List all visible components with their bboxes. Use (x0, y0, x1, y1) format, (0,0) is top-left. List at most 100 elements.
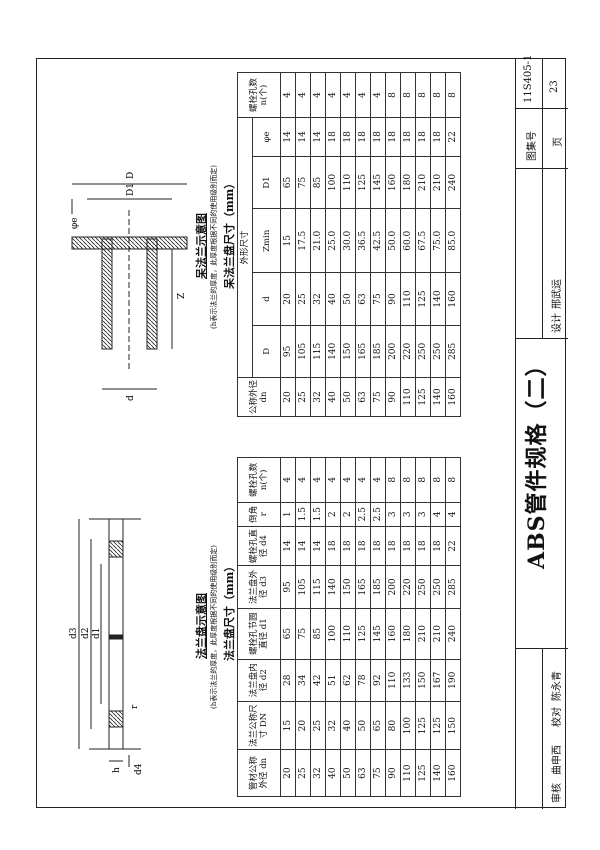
label-D: D (126, 172, 136, 179)
table-cell: 110 (400, 272, 416, 326)
table-cell: 18 (355, 117, 371, 157)
table-cell: 190 (445, 659, 461, 702)
rotated-content: d3 d2 d1 h r d4 法兰盘示意图 (h表示法兰的厚度，此厚度根据不同… (37, 55, 568, 809)
table-cell: 62 (340, 659, 356, 702)
label-D1: D1 (126, 183, 136, 196)
table-cell: 4 (370, 72, 386, 118)
table-cell: 4 (310, 72, 326, 118)
table-cell: 8 (445, 457, 461, 503)
table-cell: 75 (295, 608, 311, 660)
table-cell: 75.0 (430, 208, 446, 273)
table-cell: 2 (325, 502, 341, 527)
table-cell: 63 (355, 272, 371, 326)
table-cell: 75 (370, 272, 386, 326)
table-cell: 100 (400, 701, 416, 750)
table-cell: 8 (400, 457, 416, 503)
table-cell: 250 (415, 325, 431, 378)
table-cell: 95 (280, 565, 296, 609)
table-cell: 210 (430, 156, 446, 209)
table-cell: 165 (355, 565, 371, 609)
page-title: ABS管件规格（二） (524, 353, 550, 569)
table-cell: 4 (325, 457, 341, 503)
table-cell: 14 (295, 526, 311, 566)
table-cell: 220 (400, 565, 416, 609)
label-d1: d1 (92, 628, 102, 640)
table-cell: 18 (385, 117, 401, 157)
flange-plate-diagram: d3 d2 d1 h r d4 (69, 518, 144, 775)
table-cell: 140 (325, 565, 341, 609)
flange-plate-table-title: 法兰盘尺寸（mm） (223, 560, 236, 661)
label-z: Z (177, 293, 187, 299)
table-cell: 63 (355, 377, 371, 417)
table-cell: 105 (295, 565, 311, 609)
table-cell: 32 (310, 377, 326, 417)
table-cell: 110 (340, 156, 356, 209)
table-cell: 3 (415, 502, 431, 527)
table-cell: 8 (385, 72, 401, 118)
table-cell: 4 (445, 502, 461, 527)
table-cell: 8 (385, 457, 401, 503)
table-cell: 75 (370, 749, 386, 797)
atlas-number: 11S405-1 (523, 54, 534, 103)
header-cell: D (252, 325, 281, 378)
table-cell: 145 (370, 608, 386, 660)
table-cell: 30.0 (340, 208, 356, 273)
header-cell: 螺栓孔数 n(个) (237, 457, 281, 503)
table-cell: 85.0 (445, 208, 461, 273)
table-cell: 65 (280, 608, 296, 660)
table-cell: 18 (415, 526, 431, 566)
design-label: 设计 (552, 313, 563, 333)
table-cell: 18 (430, 526, 446, 566)
table-cell: 1 (280, 502, 296, 527)
label-r: r (130, 704, 140, 709)
table-cell: 150 (415, 659, 431, 702)
table-cell: 8 (430, 457, 446, 503)
review-name: 曲申西 (552, 745, 563, 775)
table-cell: 3 (400, 502, 416, 527)
table-cell: 42.5 (370, 208, 386, 273)
table-cell: 20 (280, 272, 296, 326)
table-cell: 125 (430, 701, 446, 750)
table-cell: 90 (385, 377, 401, 417)
flange-plate-table: 管材公称外径 dn 法兰公称尺寸 DN 法兰盘内径 d2 螺栓孔节圆直径 d1 … (237, 457, 461, 797)
table-cell: 185 (370, 565, 386, 609)
table-cell: 160 (385, 156, 401, 209)
table-cell: 18 (325, 117, 341, 157)
table-cell: 32 (310, 272, 326, 326)
table-cell: 85 (310, 608, 326, 660)
table-cell: 40 (325, 272, 341, 326)
table-cell: 80 (385, 701, 401, 750)
table-cell: 160 (445, 272, 461, 326)
label-phi: φe (70, 217, 80, 229)
table-cell: 17.5 (295, 208, 311, 273)
table-cell: 133 (400, 659, 416, 702)
table-cell: 25 (295, 377, 311, 417)
table-cell: 4 (280, 457, 296, 503)
table-cell: 63 (355, 749, 371, 797)
table-cell: 20 (280, 749, 296, 797)
stub-flange-table: 公称外径 dn 外形尺寸 螺栓孔数 n(个) D d Zmin D1 φe 20… (237, 72, 461, 417)
table-cell: 115 (310, 565, 326, 609)
review-label: 审核 (552, 783, 563, 803)
design-name: 邢武运 (552, 279, 563, 309)
table-cell: 160 (445, 749, 461, 797)
header-cell: 倒角 r (237, 502, 281, 527)
table-cell: 42 (310, 659, 326, 702)
table-cell: 125 (415, 272, 431, 326)
table-cell: 180 (400, 608, 416, 660)
header-cell: 管材公称外径 dn (237, 749, 281, 797)
